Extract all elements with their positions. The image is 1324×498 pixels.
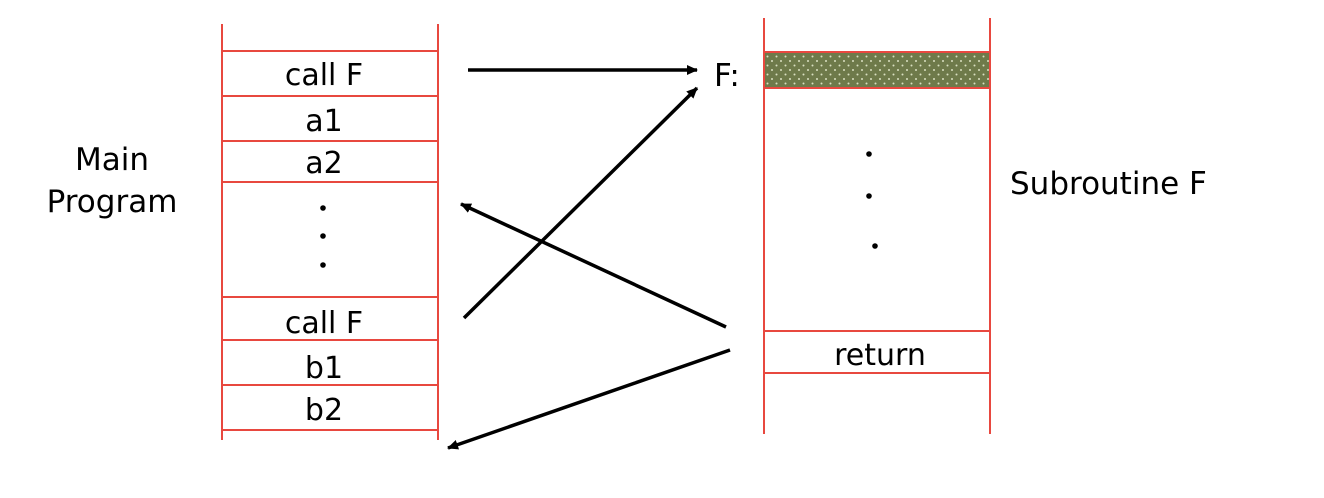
main-program-label-line1: Main bbox=[75, 142, 149, 178]
ellipsis-dot bbox=[866, 151, 872, 157]
cell-b1: b1 bbox=[305, 351, 343, 386]
cell-return: return bbox=[834, 338, 926, 373]
subroutine-column: return bbox=[763, 18, 991, 434]
ellipsis-dot bbox=[872, 243, 878, 249]
cell-call-f-2: call F bbox=[285, 306, 363, 341]
return-arrow-1 bbox=[460, 202, 727, 329]
cell-a2: a2 bbox=[305, 146, 342, 181]
subroutine-label: Subroutine F bbox=[1010, 166, 1207, 202]
subroutine-entry-label: F: bbox=[714, 58, 740, 94]
control-flow-arrows bbox=[447, 65, 731, 450]
main-program-column: call F a1 a2 call F b1 b2 bbox=[221, 24, 439, 440]
ellipsis-dot bbox=[866, 193, 872, 199]
ellipsis-dot bbox=[320, 205, 326, 211]
cell-call-f-1: call F bbox=[285, 58, 363, 93]
main-program-label-line2: Program bbox=[47, 184, 178, 220]
subroutine-entry-cell bbox=[764, 52, 990, 88]
call-arrow-2 bbox=[462, 86, 699, 320]
ellipsis-dot bbox=[320, 233, 326, 239]
cell-b2: b2 bbox=[305, 393, 343, 428]
return-arrow-2 bbox=[447, 348, 731, 450]
cell-a1: a1 bbox=[305, 104, 342, 139]
ellipsis-dot bbox=[320, 262, 326, 268]
